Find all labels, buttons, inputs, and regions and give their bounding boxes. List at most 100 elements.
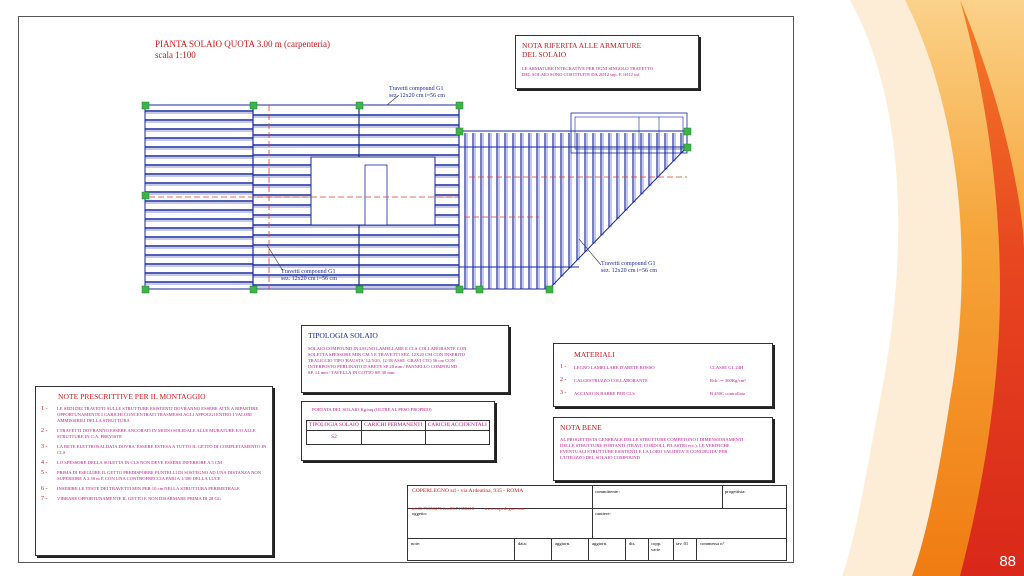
note-num: 3 - bbox=[41, 444, 48, 450]
beam-label-right-line2: sez. 12x20 cm i=56 cm bbox=[601, 268, 657, 274]
beam-label-left-line1: Travetti compound G1 bbox=[281, 269, 336, 275]
bottom-cell: aggiorn. bbox=[589, 538, 626, 560]
note-text: VIBRARE OPPORTUNAMENTE IL GETTO E NON DI… bbox=[57, 496, 222, 501]
support-marker bbox=[455, 285, 464, 294]
note-num: 6 - bbox=[41, 486, 48, 492]
support-marker bbox=[249, 101, 258, 110]
bottom-cell: aggiorn. bbox=[552, 538, 589, 560]
table-header: CARICHI PERMANENTI bbox=[360, 420, 426, 431]
list-item: 6 - INSERIRE LE TESTE DEI TRAVETTI MIN P… bbox=[41, 486, 267, 492]
table-cell bbox=[360, 429, 426, 445]
note-num: 7 - bbox=[41, 496, 48, 502]
nota-bene-box: NOTA BENE AL PROGETTISTA GENERALE DELLE … bbox=[553, 417, 773, 481]
load-capacity-table: TIPOLOGIA SOLAIO CARICHI PERMANENTI CARI… bbox=[306, 420, 491, 445]
bottom-cell-label: commessa n° bbox=[700, 541, 725, 546]
table-header-row: TIPOLOGIA SOLAIO CARICHI PERMANENTI CARI… bbox=[306, 420, 491, 431]
material-value: Rck >= 300Kg/cm² bbox=[710, 378, 746, 383]
material-name: LEGNO LAMELLARE D'ABETE ROSSO bbox=[574, 365, 655, 370]
materials-title: MATERIALI bbox=[574, 350, 615, 359]
material-name: CALCESTRUZZO COLLABORANTE bbox=[574, 378, 648, 383]
note-armature-text-line1: LE ARMATURE INTEGRATIVE PER OGNI SINGOLO… bbox=[522, 66, 654, 71]
list-item: 2 - I TRAVETTI DOVRANNO ESSERE ANCORATI … bbox=[41, 428, 267, 440]
leader-line bbox=[386, 94, 400, 106]
page-number: 88 bbox=[999, 553, 1016, 570]
leader-line bbox=[578, 238, 602, 266]
note-num: 4 - bbox=[41, 460, 48, 466]
note-armature-box: NOTA RIFERITA ALLE ARMATURE DEL SOLAIO L… bbox=[515, 35, 699, 89]
material-item: 2 - CALCESTRUZZO COLLABORANTE Rck >= 300… bbox=[560, 377, 766, 390]
note-armature-title-line1: NOTA RIFERITA ALLE ARMATURE bbox=[522, 41, 642, 50]
materials-list: 1 - LEGNO LAMELLARE D'ABETE ROSSO CLASSE… bbox=[560, 364, 766, 403]
oggetto-cell: oggetto: bbox=[408, 508, 593, 539]
table-header: TIPOLOGIA SOLAIO bbox=[306, 420, 362, 431]
committente-cell: committente : bbox=[592, 486, 723, 509]
bottom-cell-label: aggiorn. bbox=[592, 541, 608, 546]
bottom-cell-label: note: bbox=[411, 541, 421, 546]
assembly-notes-title: NOTE PRESCRITTIVE PER IL MONTAGGIO bbox=[58, 392, 206, 401]
floor-type-title: TIPOLOGIA SOLAIO bbox=[308, 331, 378, 340]
support-marker bbox=[141, 191, 150, 200]
note-armature-text: LE ARMATURE INTEGRATIVE PER OGNI SINGOLO… bbox=[522, 66, 653, 78]
support-marker bbox=[455, 101, 464, 110]
note-text: LO SPESSORE DELLA SOLETTA IN CLS NON DEV… bbox=[57, 460, 223, 465]
company-name: COPERLEGNO srl - via Ardeatina, 935 - RO… bbox=[412, 488, 524, 494]
leader-line bbox=[266, 244, 284, 272]
material-value: CLASSE GL 24H bbox=[710, 365, 744, 370]
note-armature-text-line2: DEL SOLAIO SONO COSTITUITE DA 2Ø12 sup. … bbox=[522, 72, 641, 77]
support-marker bbox=[249, 285, 258, 294]
list-item: 3 - LA RETE ELETTROSALDATA DOVRA' ESSERE… bbox=[41, 444, 267, 456]
balcony-inner bbox=[574, 116, 684, 150]
list-item: 1 - LE SEDI DEI TRAVETTI SULLE STRUTTURE… bbox=[41, 406, 267, 424]
floor-type-box: TIPOLOGIA SOLAIO SOLAIO COMPOUND IN LEGN… bbox=[301, 325, 509, 393]
note-text: PRIMA DI ESEGUIRE IL GETTO PREDISPORRE P… bbox=[57, 470, 262, 481]
table-cell bbox=[424, 429, 491, 445]
cantiere-cell: cantiere: bbox=[592, 508, 786, 539]
material-num: 2 - bbox=[560, 377, 567, 383]
plan-title: PIANTA SOLAIO QUOTA 3.00 m (carpenteria)… bbox=[155, 39, 330, 61]
bottom-cell-label: dis. bbox=[629, 541, 636, 546]
list-item: 5 - PRIMA DI ESEGUIRE IL GETTO PREDISPOR… bbox=[41, 470, 267, 482]
company-website: www.coperlegno.com bbox=[484, 506, 525, 511]
oggetto-label: oggetto: bbox=[412, 511, 428, 516]
floor-type-line: TRALICCIO TIPO 'BAUSTA' 12/5/20, 12/18/A… bbox=[308, 358, 455, 363]
support-marker bbox=[141, 285, 150, 294]
bottom-cell: tav. 01 bbox=[674, 538, 697, 560]
assembly-notes-box: NOTE PRESCRITTIVE PER IL MONTAGGIO 1 - L… bbox=[35, 386, 273, 556]
material-num: 1 - bbox=[560, 364, 567, 370]
committente-label: committente : bbox=[595, 489, 621, 494]
support-marker bbox=[141, 101, 150, 110]
support-marker bbox=[455, 127, 464, 136]
support-marker bbox=[475, 285, 484, 294]
plan-scale: scala 1:100 bbox=[155, 50, 196, 60]
note-num: 5 - bbox=[41, 470, 48, 476]
beam-label-top-line2: sez. 12x20 cm i=56 cm bbox=[389, 93, 445, 99]
bottom-cell-label: data: bbox=[518, 541, 527, 546]
bottom-cell-label: tav. 01 bbox=[676, 541, 689, 546]
bottom-cell: copp. varie bbox=[649, 538, 674, 560]
beam-label-left-line2: sez. 12x20 cm i=56 cm bbox=[281, 276, 337, 282]
bottom-cell: commessa n° bbox=[697, 538, 786, 560]
bottom-cell: dis. bbox=[626, 538, 649, 560]
floor-plan-drawing bbox=[141, 94, 692, 294]
beam-label-left: Travetti compound G1 sez. 12x20 cm i=56 … bbox=[281, 269, 337, 283]
note-num: 1 - bbox=[41, 406, 48, 412]
progettista-cell: progettista: bbox=[722, 486, 786, 509]
nota-bene-title: NOTA BENE bbox=[560, 423, 602, 432]
materials-box: MATERIALI 1 - LEGNO LAMELLARE D'ABETE RO… bbox=[553, 343, 773, 407]
table-header: CARICHI ACCIDENTALI bbox=[424, 420, 491, 431]
floor-type-text: SOLAIO COMPOUND IN LEGNO LAMELLARE E CLS… bbox=[308, 346, 466, 376]
note-text: INSERIRE LE TESTE DEI TRAVETTI MIN PER 1… bbox=[57, 486, 240, 491]
bottom-cell: data: bbox=[515, 538, 552, 560]
beam-label-right: Travetti compound G1 sez. 12x20 cm i=56 … bbox=[601, 261, 657, 275]
cantiere-label: cantiere: bbox=[595, 511, 611, 516]
floor-type-line: SP. 14 mm / TAVELLA IN COTTO SP. 30 mm bbox=[308, 370, 395, 375]
table-cell: S2 bbox=[306, 429, 362, 445]
progettista-label: progettista: bbox=[725, 489, 746, 494]
nota-bene-line: L'UTILIZZO DEL SOLAIO COMPOUND bbox=[560, 455, 640, 460]
support-marker bbox=[683, 127, 692, 136]
table-row: S2 bbox=[306, 429, 491, 445]
nota-bene-line: AL PROGETTISTA GENERALE DELLE STRUTTURE … bbox=[560, 437, 744, 442]
nota-bene-line: DELLE STRUTTURE PORTANTI (TRAVI, CORDOLI… bbox=[560, 443, 730, 448]
company-contacts: tel.06.71350276 fax.06.71350210 bbox=[412, 506, 475, 511]
floor-type-line: INTERPOSTO PERLINATO D'ABETE SP 20 mm / … bbox=[308, 364, 458, 369]
